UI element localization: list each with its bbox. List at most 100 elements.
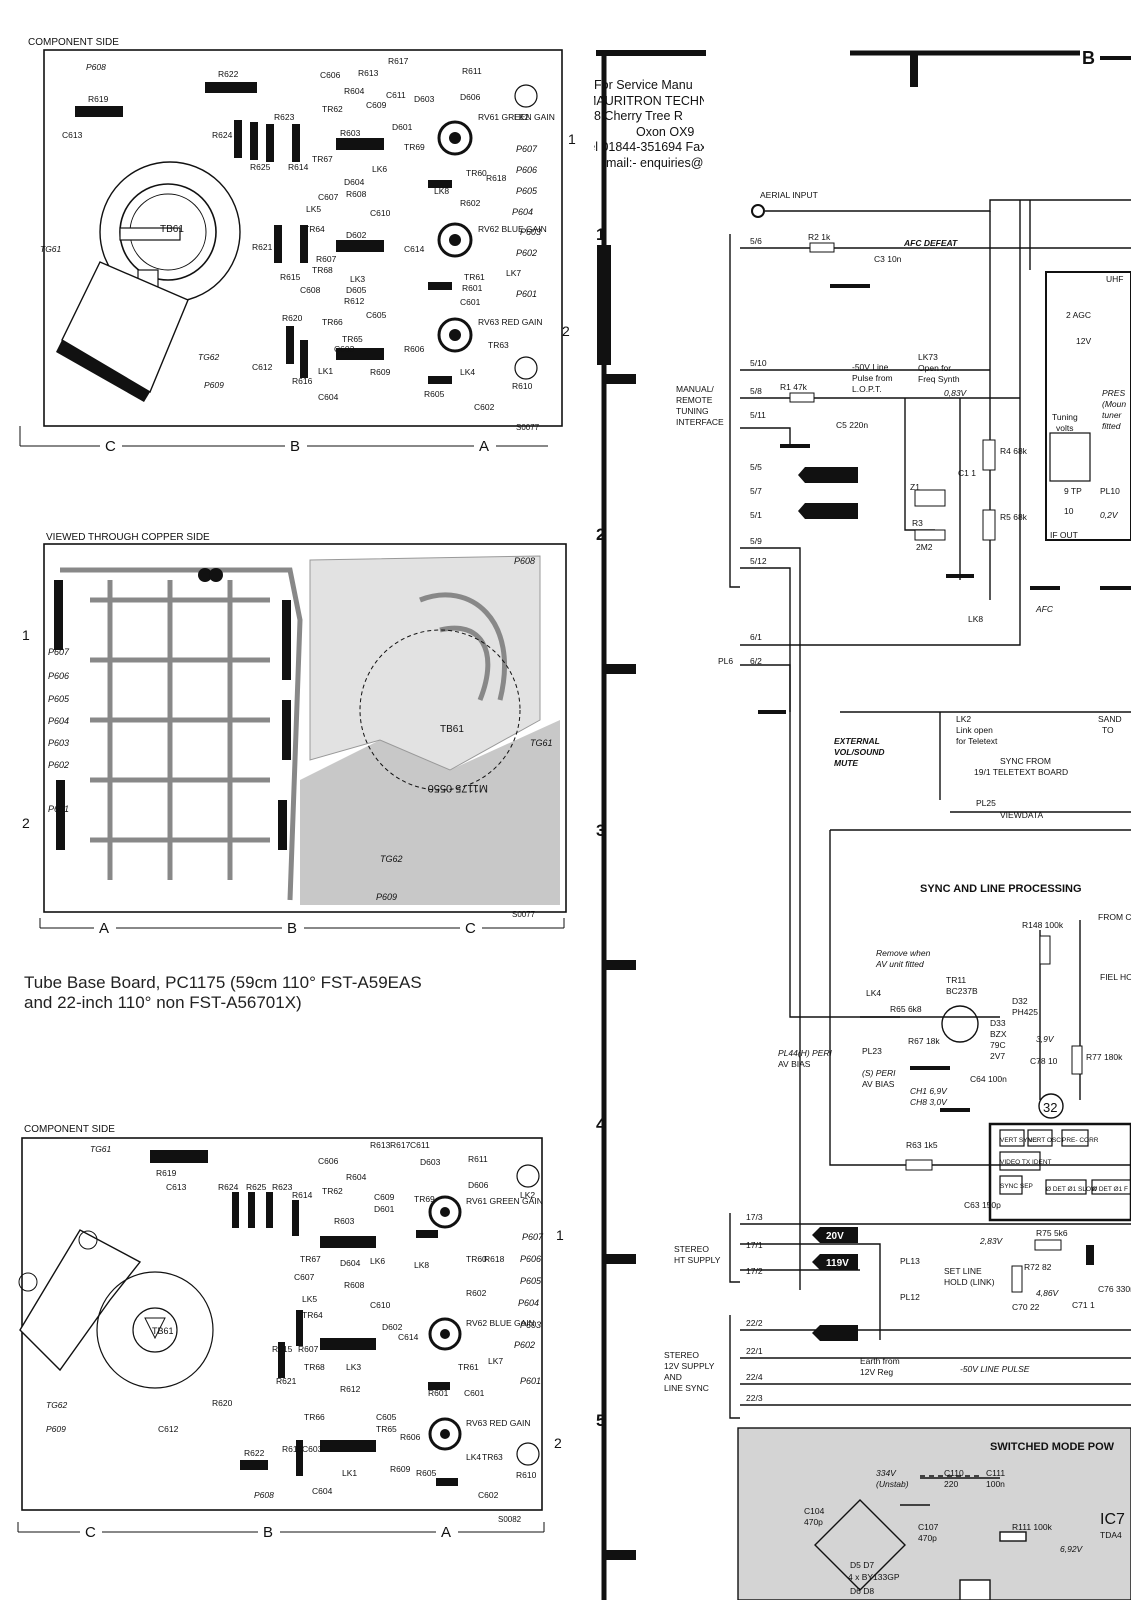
pin-p606-bottom: P606	[520, 1254, 541, 1264]
label-r609-bottom: R605	[416, 1468, 437, 1478]
board-caption-line-2: and 22-inch 110° non FST-A56701X)	[24, 993, 302, 1012]
service-line-2: MAURITRON TECHNIC	[594, 93, 704, 108]
section-ruler-middle: A B C	[39, 918, 565, 937]
pin-p607-top: P607	[516, 144, 538, 154]
tuner-pres: PRES	[1102, 388, 1125, 398]
r2-label: R2 1k	[808, 232, 831, 242]
ht-pin-17-2: 17/2	[746, 1266, 763, 1276]
section-c-bottom: C	[85, 1524, 96, 1541]
capacitor-c605-top	[514, 356, 538, 380]
label-tr60: D603	[414, 94, 435, 104]
label-tr68-bottom: TR68	[304, 1362, 325, 1372]
manual-tuning-2: REMOTE	[676, 395, 713, 405]
label-c608: C608	[300, 285, 321, 295]
tuning-volts-box	[1049, 432, 1091, 482]
resistor-block-top	[75, 82, 452, 384]
label-r610-bottom: C601	[464, 1388, 485, 1398]
smps-bridge	[814, 1475, 1027, 1600]
resistor-r72	[1011, 1265, 1023, 1293]
margin-number-5: 5	[596, 1411, 605, 1430]
label-d601-bottom: D601	[374, 1204, 395, 1214]
tuner-voltage-02: 0,2V	[1100, 510, 1119, 520]
pot-rv62-label-bottom: RV62 BLUE GAIN	[466, 1318, 535, 1328]
pin-5-5: 5/5	[750, 462, 762, 472]
set-line-2: HOLD (LINK)	[944, 1277, 995, 1287]
label-d605: D605	[346, 285, 367, 295]
label-r616-bottom: R616	[282, 1444, 303, 1454]
label-r623: R623	[274, 112, 295, 122]
margin-ruler: 1 2 3 4 5	[596, 50, 706, 1600]
d33-label: D33	[990, 1018, 1006, 1028]
pin-5-9: 5/9	[750, 536, 762, 546]
board-bottom-component-side: COMPONENT SIDE TB61	[17, 1124, 564, 1541]
smps-334v: 334V	[876, 1468, 897, 1478]
pin-5-12: 5/12	[750, 556, 767, 566]
label-r608-bottom: R608	[344, 1280, 365, 1290]
label-tr60-bottom: D603	[420, 1157, 441, 1167]
tuner-fitted: fitted	[1102, 421, 1121, 431]
board-bottom-title: COMPONENT SIDE	[24, 1124, 115, 1135]
margin-number-1: 1	[596, 225, 605, 244]
pot-rv61-label-top: RV61 GREEN GAIN	[478, 112, 555, 122]
board-top-outline	[43, 49, 563, 427]
pot-rv62-label-top: RV62 BLUE GAIN	[478, 224, 547, 234]
copper-pads-black	[54, 568, 291, 850]
line-pulse-label: -50V LINE PULSE	[960, 1364, 1030, 1374]
zener-z1	[914, 489, 946, 507]
tube-socket-tb61-bottom: TB61	[18, 1229, 214, 1389]
label-r614-bottom: R614	[292, 1190, 313, 1200]
label-lk1: LK4	[460, 367, 475, 377]
label-r604: R604	[344, 86, 365, 96]
pin-p607-middle: P607	[48, 647, 70, 657]
label-r613-bottom: R613	[370, 1140, 391, 1150]
label-c610-bottom: C610	[370, 1300, 391, 1310]
service-line-6: mail:- enquiries@m	[606, 155, 704, 170]
component-labels-bottom: TG61 R619 C613 R624 R625 R623 R614 C606 …	[46, 1140, 537, 1500]
ic-32-label: 32	[1043, 1100, 1057, 1115]
resistor-block-bottom	[150, 1150, 458, 1486]
board-bottom-id: S0082	[498, 1515, 522, 1524]
lk4-label: LK4	[866, 988, 881, 998]
tr11-label: TR11	[946, 975, 966, 985]
label-r618-bottom: R611	[468, 1154, 488, 1164]
label-c605: R610	[512, 381, 533, 391]
viewdata-label: VIEWDATA	[1000, 810, 1043, 820]
label-tg61: TG61	[40, 244, 62, 254]
pl6-label: PL6	[718, 656, 733, 666]
board-middle-marking: M1175 0550	[428, 782, 488, 794]
d33-type2: 79C	[990, 1040, 1006, 1050]
manual-tuning-3: TUNING	[676, 406, 709, 416]
label-tr65: R606	[404, 344, 425, 354]
label-lk3-bottom: LK3	[346, 1362, 361, 1372]
pin-5-11: 5/11	[750, 410, 766, 420]
smps-c104: C104	[804, 1506, 825, 1516]
board-top-title: COMPONENT SIDE	[28, 37, 119, 48]
ic-block-video-tx: VIDEO TX IDENT	[1000, 1159, 1052, 1166]
pin-p608-middle: P608	[514, 556, 535, 566]
c1-label: C1 1	[958, 468, 976, 478]
label-lk5: LK5	[306, 204, 321, 214]
lk2-note-2: Link open	[956, 725, 993, 735]
r77-label: R77 180k	[1086, 1052, 1123, 1062]
smps-r111: R111 100k	[1012, 1522, 1053, 1532]
d33-type3: 2V7	[990, 1051, 1005, 1061]
label-lk4: TR61	[464, 272, 485, 282]
label-lk8: C611	[386, 90, 406, 100]
label-r624-bottom: R624	[218, 1182, 239, 1192]
ic-block-vert-sync: VERT SYNC	[1000, 1137, 1037, 1144]
pot-rv63-label-bottom: RV63 RED GAIN	[466, 1418, 531, 1428]
board-caption: Tube Base Board, PC1175 (59cm 110° FST-A…	[24, 973, 544, 1013]
board-bottom-outline	[21, 1137, 543, 1511]
tr11-type: BC237B	[946, 986, 978, 996]
label-r613: R613	[358, 68, 379, 78]
label-lk1-bottom: LK4	[466, 1452, 481, 1462]
smps-unstab: (Unstab)	[876, 1479, 909, 1489]
schematic: B	[664, 48, 1131, 1600]
tuner-pin-10: 10	[1064, 506, 1074, 516]
label-r611-bottom: C603	[302, 1444, 323, 1454]
voltage-486: 4,86V	[1036, 1288, 1060, 1298]
pin-p601-top: P601	[516, 289, 537, 299]
resistor-r75	[1034, 1239, 1062, 1251]
pin-p607-bottom: P607	[522, 1232, 544, 1242]
pot-rv61-bottom: RV61 GREEN GAIN	[428, 1195, 543, 1229]
